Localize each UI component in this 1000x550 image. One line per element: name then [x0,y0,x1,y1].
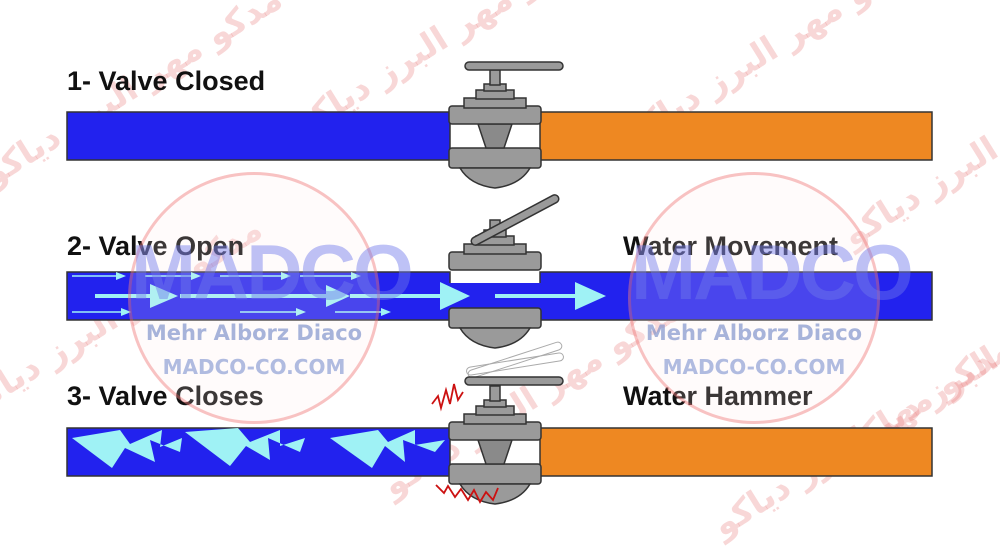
label-water-movement: Water Movement [623,231,839,261]
shock-waves [72,428,445,468]
row-valve-open [66,194,933,349]
row-valve-closes [66,341,933,505]
vibration-marks [431,383,499,504]
handwheel-1 [464,61,564,71]
valve-3 [448,385,542,505]
flow-arrows [72,272,606,316]
pipe-empty-1 [539,111,933,161]
row-valve-closed [66,61,933,189]
label-water-hammer: Water Hammer [623,381,813,411]
pipe-empty-3 [539,427,933,477]
pipe-water-1 [66,111,451,161]
label-valve-open: 2- Valve Open [67,231,245,261]
label-valve-closed: 1- Valve Closed [67,66,266,96]
handwheel-3 [464,376,564,386]
valve-1 [448,69,542,189]
label-valve-closes: 3- Valve Closes [67,381,264,411]
handwheel-2 [470,194,560,246]
